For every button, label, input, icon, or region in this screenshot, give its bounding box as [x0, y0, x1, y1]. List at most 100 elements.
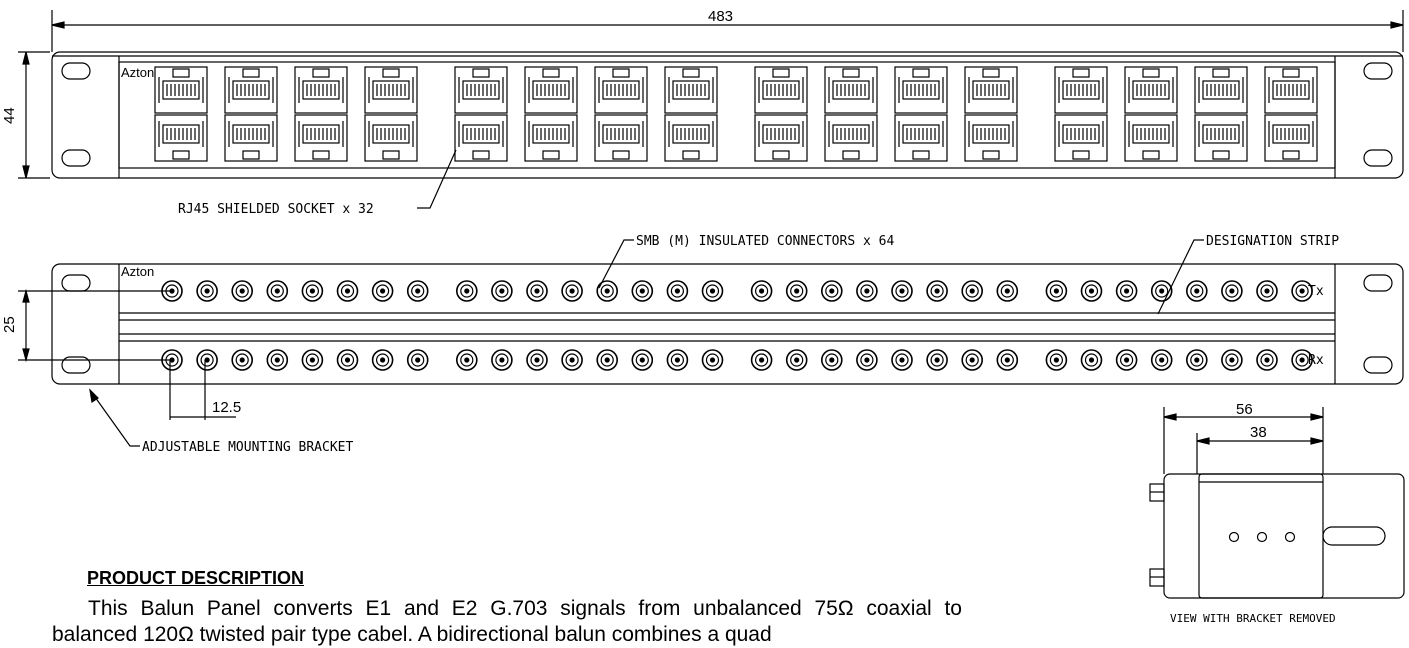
mount-slot	[1363, 62, 1393, 80]
rj45-socket-group	[154, 66, 1318, 162]
designation-callout: DESIGNATION STRIP	[1157, 234, 1339, 315]
bracket-callout-label: ADJUSTABLE MOUNTING BRACKET	[142, 440, 353, 455]
smb-connector	[856, 349, 878, 371]
smb-connector	[785, 280, 808, 302]
panel-height-label: 44	[1, 107, 18, 124]
smb-connector	[785, 349, 808, 371]
smb-connector	[336, 349, 359, 371]
smb-connector	[1045, 349, 1068, 371]
section-heading: PRODUCT DESCRIPTION	[87, 568, 305, 588]
smb-callout-label: SMB (M) INSULATED CONNECTORS x 64	[636, 234, 894, 249]
mount-slot	[1363, 274, 1393, 292]
smb-connector	[596, 280, 619, 302]
smb-connector	[926, 349, 948, 371]
rj45-socket	[1194, 66, 1248, 162]
smb-connector	[1186, 280, 1208, 302]
smb-connector	[196, 280, 218, 302]
bracket-callout: ADJUSTABLE MOUNTING BRACKET	[89, 388, 353, 455]
row-spacing-dimension: 25	[1, 288, 172, 363]
rj45-callout-label: RJ45 SHIELDED SOCKET x 32	[178, 202, 374, 217]
smb-connector	[666, 280, 689, 302]
mount-slot	[61, 149, 91, 167]
mount-slot	[1363, 149, 1393, 167]
pitch-dimension: 12.5	[169, 360, 241, 420]
smb-connector	[1256, 280, 1278, 302]
smb-connector	[336, 280, 359, 302]
mount-slot	[1363, 356, 1393, 374]
smb-connector	[1150, 280, 1173, 302]
smb-connector	[1291, 280, 1313, 302]
rj45-socket	[524, 66, 578, 162]
smb-connector	[701, 349, 724, 371]
brand-label-middle: Azton	[121, 264, 154, 279]
pitch-label: 12.5	[212, 399, 241, 416]
smb-connector	[750, 349, 773, 371]
rx-row-label: Rx	[1308, 353, 1324, 368]
rj45-socket	[754, 66, 808, 162]
smb-connector	[820, 280, 843, 302]
smb-connector	[1256, 349, 1278, 371]
smb-connector	[371, 280, 394, 302]
smb-connector	[996, 349, 1019, 371]
smb-connector	[1080, 280, 1103, 302]
smb-connector	[1291, 349, 1313, 371]
smb-connector	[266, 280, 289, 302]
smb-connector	[1115, 349, 1138, 371]
smb-connector	[891, 280, 913, 302]
mount-slot	[61, 274, 91, 292]
smb-connector	[526, 280, 548, 302]
rj45-socket	[454, 66, 508, 162]
smb-connector	[701, 280, 724, 302]
technical-drawing: 483 44 Azton RJ45 SHIELDED SOCKET x 32 S…	[1, 8, 1405, 599]
smb-connector	[1186, 349, 1208, 371]
smb-connector	[231, 280, 253, 302]
side-view: 56 38	[1149, 401, 1405, 599]
smb-connector	[1115, 280, 1138, 302]
smb-connector	[455, 280, 478, 302]
smb-connector	[266, 349, 289, 371]
smb-connector	[596, 349, 619, 371]
rj45-socket	[1124, 66, 1178, 162]
smb-connector	[491, 349, 513, 371]
smb-connector	[1080, 349, 1103, 371]
row-spacing-label: 25	[1, 316, 18, 333]
rj45-socket	[154, 66, 208, 162]
mount-slot	[61, 356, 91, 374]
rj45-socket	[664, 66, 718, 162]
smb-connector	[1221, 349, 1243, 371]
smb-connector	[196, 349, 218, 371]
section-body: This Balun Panel converts E1 and E2 G.70…	[52, 597, 962, 646]
smb-connector	[455, 349, 478, 371]
rj45-socket	[364, 66, 418, 162]
inner-depth-label: 38	[1250, 424, 1267, 441]
top-overall-dimension: 483	[51, 8, 1404, 52]
designation-callout-label: DESIGNATION STRIP	[1206, 234, 1339, 249]
top-panel: Azton	[51, 51, 1404, 179]
smb-connector	[561, 349, 583, 371]
overall-width-label: 483	[708, 8, 733, 25]
smb-connector	[926, 280, 948, 302]
rj45-socket	[224, 66, 278, 162]
smb-connector	[856, 280, 878, 302]
smb-connector	[1045, 280, 1068, 302]
smb-connector	[301, 280, 324, 302]
smb-connector	[231, 349, 253, 371]
top-height-dimension: 44	[1, 51, 50, 179]
rj45-socket	[1264, 66, 1318, 162]
smb-panel: Azton Tx Rx	[51, 263, 1404, 385]
brand-label-top: Azton	[121, 65, 154, 80]
smb-connector	[491, 280, 513, 302]
smb-connector	[1221, 280, 1243, 302]
smb-connector	[1150, 349, 1173, 371]
smb-connector	[750, 280, 773, 302]
depth-label: 56	[1236, 401, 1253, 418]
smb-connector	[526, 349, 548, 371]
rj45-socket	[894, 66, 948, 162]
smb-callout: SMB (M) INSULATED CONNECTORS x 64	[598, 234, 894, 289]
smb-connector	[961, 349, 984, 371]
smb-connector	[891, 349, 913, 371]
rj45-socket	[824, 66, 878, 162]
tx-row-label: Tx	[1308, 284, 1324, 299]
smb-connector	[406, 280, 429, 302]
smb-connector	[301, 349, 324, 371]
